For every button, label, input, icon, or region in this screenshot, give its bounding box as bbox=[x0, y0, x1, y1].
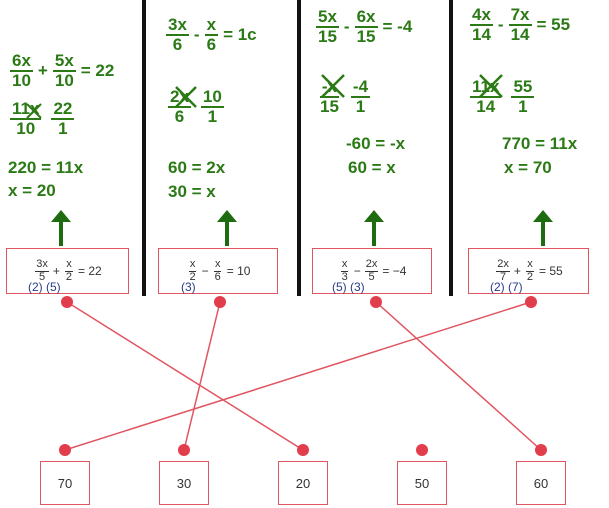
cross-multiply-mark bbox=[175, 85, 197, 108]
answer-connector-dot[interactable] bbox=[178, 444, 190, 456]
step-line: x = 20 bbox=[8, 181, 56, 200]
step-line: 770 = 11x bbox=[502, 134, 578, 153]
cross-multiply-mark bbox=[321, 73, 345, 98]
match-line bbox=[375, 301, 542, 451]
answer-connector-dot[interactable] bbox=[59, 444, 71, 456]
answer-connector-dot[interactable] bbox=[535, 444, 547, 456]
answer-box-1[interactable]: 70 bbox=[40, 461, 90, 505]
multiplier-note: (2) (5) bbox=[28, 280, 61, 294]
answer-connector-dot[interactable] bbox=[297, 444, 309, 456]
step-line: 60 = x bbox=[348, 158, 396, 177]
match-line bbox=[183, 301, 221, 451]
step-line: 30 = x bbox=[168, 182, 216, 201]
up-arrow-icon bbox=[533, 210, 553, 246]
answer-connector-dot[interactable] bbox=[416, 444, 428, 456]
question-connector-dot[interactable] bbox=[61, 296, 73, 308]
match-line bbox=[64, 301, 532, 451]
step-line: 60 = 2x bbox=[168, 158, 226, 177]
match-line bbox=[66, 301, 304, 451]
answer-box-5[interactable]: 60 bbox=[516, 461, 566, 505]
multiplier-note: (2) (7) bbox=[490, 280, 523, 294]
multiplier-note: (5) (3) bbox=[332, 280, 365, 294]
step-line: -60 = -x bbox=[346, 134, 406, 153]
answer-box-4[interactable]: 50 bbox=[397, 461, 447, 505]
column-divider bbox=[449, 0, 453, 296]
cross-multiply-mark bbox=[26, 103, 42, 119]
question-connector-dot[interactable] bbox=[214, 296, 226, 308]
question-connector-dot[interactable] bbox=[525, 296, 537, 308]
up-arrow-icon bbox=[364, 210, 384, 246]
answer-box-2[interactable]: 30 bbox=[159, 461, 209, 505]
column-divider bbox=[142, 0, 146, 296]
answer-box-3[interactable]: 20 bbox=[278, 461, 328, 505]
question-connector-dot[interactable] bbox=[370, 296, 382, 308]
multiplier-note: (3) bbox=[181, 280, 196, 294]
cross-multiply-mark bbox=[479, 73, 504, 98]
up-arrow-icon bbox=[217, 210, 237, 246]
step-line: x = 70 bbox=[504, 158, 552, 177]
step-line: 220 = 11x bbox=[8, 158, 84, 177]
up-arrow-icon bbox=[51, 210, 71, 246]
column-divider bbox=[297, 0, 301, 296]
